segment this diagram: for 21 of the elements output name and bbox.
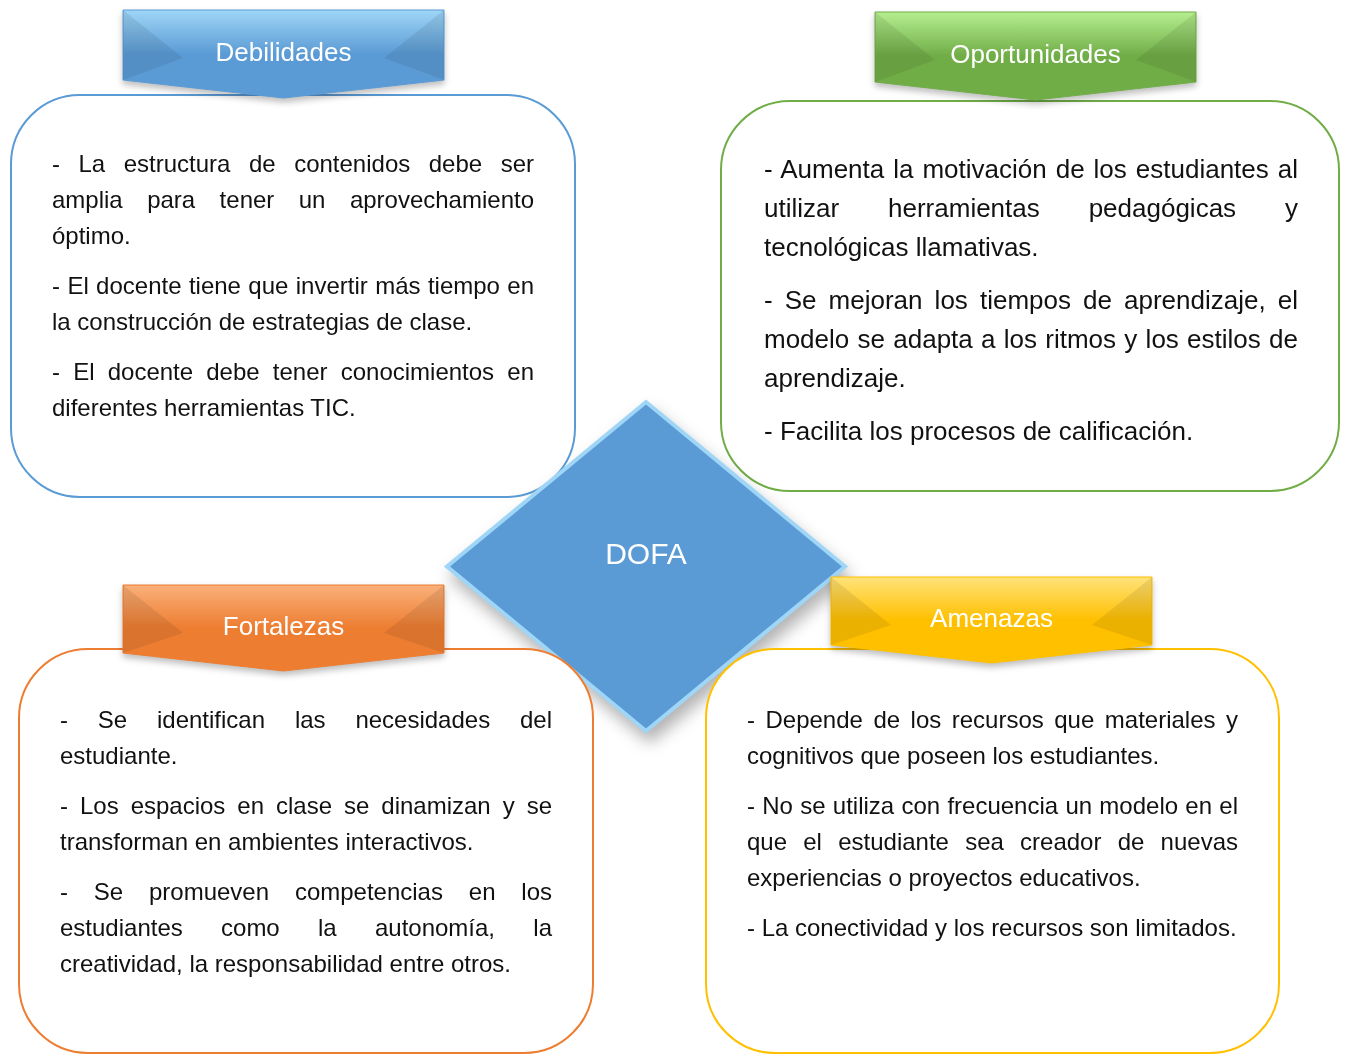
rounded-card: [705, 648, 1280, 1054]
bullet-text: - La conectividad y los recursos son limitados.: [747, 913, 1238, 943]
bullet-text: - Se mejoran los tiempos de aprendizaje, el modelo se adapta a los ritmos y los estilos de aprendizaje.: [764, 284, 1298, 395]
bullet-text: - Se promueven competencias en los estudiantes como la autonomía, la creatividad, la responsabilidad entre otros.: [60, 877, 552, 979]
rounded-card: [720, 100, 1340, 492]
bullet-text: - No se utiliza con frecuencia un modelo en el que el estudiante sea creador de nuevas experiencias o proyectos educativos.: [747, 791, 1238, 893]
bullet-text: - La estructura de contenidos debe ser amplia para tener un aprovechamiento óptimo.: [52, 149, 534, 251]
bullet-text: - El docente debe tener conocimientos en diferentes herramientas TIC.: [52, 357, 534, 423]
bullet-text: - Los espacios en clase se dinamizan y se transforman en ambientes interactivos.: [60, 791, 552, 857]
banner-title: Amenazas: [929, 603, 1054, 634]
rounded-card: [18, 648, 594, 1054]
bullet-text: - Depende de los recursos que materiales y cognitivos que poseen los estudiantes.: [747, 705, 1238, 771]
diamond-label: DOFA: [604, 536, 688, 571]
rounded-card: [10, 94, 576, 498]
bullet-text: - Facilita los procesos de calificación.: [764, 415, 1195, 448]
bullet-text: - Aumenta la motivación de los estudiantes al utilizar herramientas pedagógicas y tecnológicas llamativas.: [764, 153, 1298, 264]
bullet-text: - Se identifican las necesidades del estudiante.: [60, 705, 552, 771]
bullet-text: - El docente tiene que invertir más tiempo en la construcción de estrategias de clase.: [52, 271, 534, 337]
banner-title: Fortalezas: [221, 611, 346, 642]
banner-title: Oportunidades: [949, 39, 1122, 70]
banner-title: Debilidades: [214, 37, 353, 68]
